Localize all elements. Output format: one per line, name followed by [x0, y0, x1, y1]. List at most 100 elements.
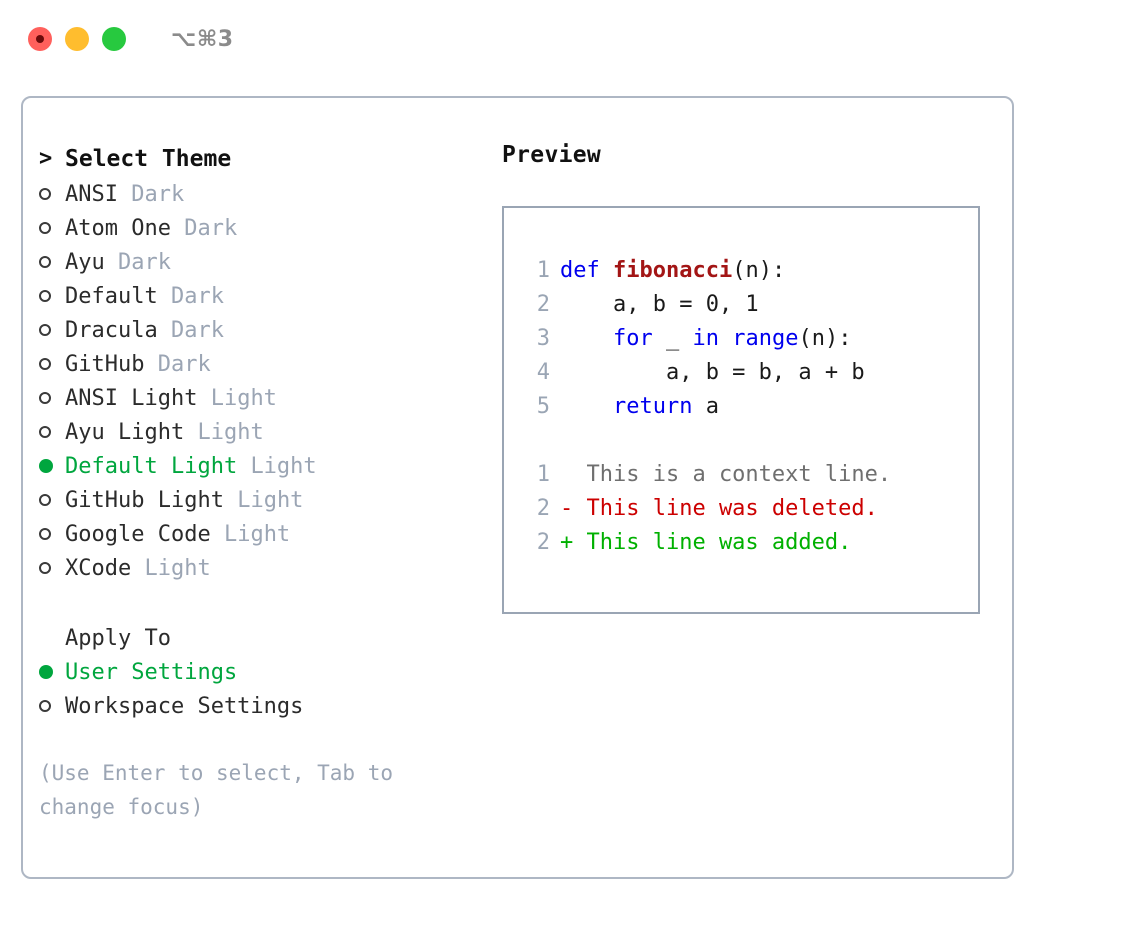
- line-content: for _ in range(n):: [560, 322, 851, 356]
- keyboard-hint-text: (Use Enter to select, Tab to change focu…: [39, 761, 394, 819]
- theme-option-row[interactable]: ANSI Light Light: [39, 382, 469, 416]
- line-content: a, b = b, a + b: [560, 356, 865, 390]
- radio-selected-icon[interactable]: [39, 656, 65, 690]
- theme-option-row[interactable]: Default Dark: [39, 280, 469, 314]
- window-titlebar: ⌥⌘3: [0, 0, 1140, 78]
- preview-title: Preview: [502, 142, 602, 168]
- radio-unselected-icon[interactable]: [39, 484, 65, 518]
- line-content: + This line was added.: [560, 526, 851, 560]
- theme-name-label: GitHub: [65, 352, 145, 377]
- radio-unselected-icon[interactable]: [39, 382, 65, 416]
- apply-to-header: Apply To: [65, 626, 171, 651]
- close-window-button[interactable]: [28, 27, 52, 51]
- code-line: 3 for _ in range(n):: [504, 322, 978, 356]
- line-content: a, b = 0, 1: [560, 288, 759, 322]
- theme-name-label: GitHub Light: [65, 488, 224, 513]
- code-token: a, b = b, a + b: [560, 360, 865, 385]
- code-token: [560, 394, 613, 419]
- radio-unselected-icon[interactable]: [39, 246, 65, 280]
- line-number: 1: [536, 462, 550, 487]
- theme-name-label: XCode: [65, 556, 132, 581]
- theme-name-label: Google Code: [65, 522, 211, 547]
- diff-line: 2- This line was deleted.: [504, 492, 978, 526]
- radio-unselected-icon[interactable]: [39, 212, 65, 246]
- radio-unselected-icon[interactable]: [39, 348, 65, 382]
- theme-variant-label: Light: [210, 386, 277, 411]
- code-token: return: [612, 394, 693, 419]
- theme-name-label: ANSI: [65, 182, 118, 207]
- line-number: 2: [536, 530, 550, 555]
- radio-unselected-icon[interactable]: [39, 314, 65, 348]
- line-content: return a: [560, 390, 719, 424]
- theme-variant-label: Light: [223, 522, 291, 547]
- radio-unselected-icon[interactable]: [39, 690, 65, 724]
- apply-to-option-row[interactable]: Workspace Settings: [39, 690, 469, 724]
- code-token: This is a context line.: [560, 462, 892, 487]
- code-token: (n):: [798, 326, 852, 351]
- theme-option-row[interactable]: Atom One Dark: [39, 212, 469, 246]
- radio-selected-icon[interactable]: [39, 450, 65, 484]
- code-token: [560, 326, 613, 351]
- code-diff-spacer: [504, 424, 978, 458]
- radio-unselected-icon[interactable]: [39, 178, 65, 212]
- theme-name-label: Default: [65, 284, 158, 309]
- select-theme-header: > Select Theme: [39, 142, 469, 176]
- theme-option-row[interactable]: Ayu Dark: [39, 246, 469, 280]
- radio-unselected-icon[interactable]: [39, 280, 65, 314]
- code-token: fibonacci: [612, 258, 733, 283]
- theme-option-row[interactable]: ANSI Dark: [39, 178, 469, 212]
- radio-unselected-icon[interactable]: [39, 416, 65, 450]
- theme-variant-label: Light: [250, 454, 317, 479]
- line-content: This is a context line.: [560, 458, 891, 492]
- select-theme-label: Select Theme: [65, 146, 232, 172]
- code-token: - This line was deleted.: [560, 496, 878, 521]
- prompt-caret-icon: >: [39, 146, 53, 171]
- line-number: 2: [536, 292, 550, 317]
- apply-to-option-row[interactable]: User Settings: [39, 656, 469, 690]
- radio-unselected-icon[interactable]: [39, 552, 65, 586]
- theme-name-label: Ayu Light: [65, 420, 185, 445]
- theme-variant-label: Dark: [170, 284, 224, 309]
- code-token: for: [612, 326, 653, 351]
- minimize-window-button[interactable]: [65, 27, 89, 51]
- apply-to-label: User Settings: [65, 660, 238, 685]
- maximize-window-button[interactable]: [102, 27, 126, 51]
- code-line: 5 return a: [504, 390, 978, 424]
- theme-variant-label: Dark: [131, 182, 185, 207]
- theme-variant-label: Dark: [118, 250, 171, 275]
- theme-option-row[interactable]: Ayu Light Light: [39, 416, 469, 450]
- line-number: 3: [536, 326, 550, 351]
- theme-variant-label: Light: [144, 556, 211, 581]
- code-line: 2 a, b = 0, 1: [504, 288, 978, 322]
- code-token: + This line was added.: [560, 530, 852, 555]
- theme-option-row[interactable]: XCode Light: [39, 552, 469, 586]
- theme-variant-label: Light: [197, 420, 264, 445]
- theme-variant-label: Dark: [157, 352, 211, 377]
- theme-variant-label: Light: [237, 488, 304, 513]
- theme-name-label: Dracula: [65, 318, 158, 343]
- code-token: a: [692, 394, 719, 419]
- section-spacer: [39, 586, 469, 622]
- code-token: range: [732, 326, 799, 351]
- diff-line: 2 + This line was added.: [504, 526, 978, 560]
- keyboard-shortcut-label: ⌥⌘3: [171, 26, 234, 52]
- line-number: 5: [536, 394, 550, 419]
- radio-unselected-icon[interactable]: [39, 518, 65, 552]
- line-content: def fibonacci(n):: [560, 254, 785, 288]
- line-content: - This line was deleted.: [560, 492, 878, 526]
- theme-option-row[interactable]: Default Light Light: [39, 450, 469, 484]
- theme-option-row[interactable]: Google Code Light: [39, 518, 469, 552]
- theme-option-row[interactable]: GitHub Dark: [39, 348, 469, 382]
- theme-option-row[interactable]: GitHub Light Light: [39, 484, 469, 518]
- diff-line: 1 This is a context line.: [504, 458, 978, 492]
- diff-sample: 1 This is a context line.2- This line wa…: [504, 458, 978, 560]
- code-token: [719, 326, 732, 351]
- theme-option-row[interactable]: Dracula Dark: [39, 314, 469, 348]
